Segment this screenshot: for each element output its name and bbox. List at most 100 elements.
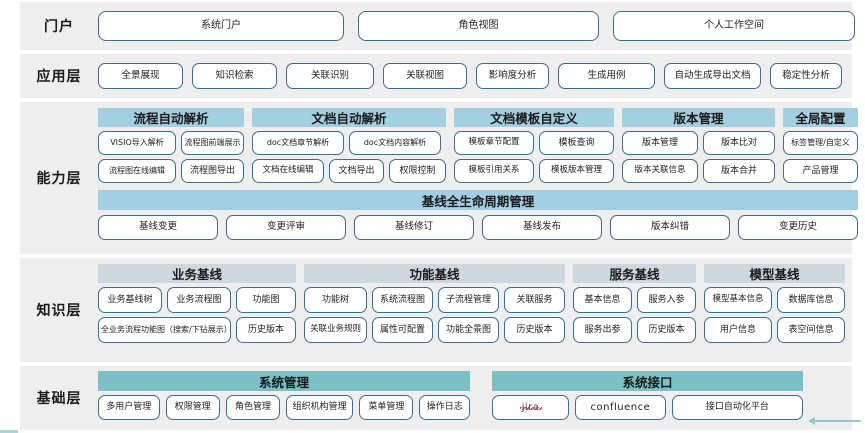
baseline-button-基线变更[interactable]: 基线变更 bbox=[98, 215, 218, 240]
layer-body-knowledge: 业务基线业务基线树业务流程图功能图全业务流程功能图（搜索/下钻展示）历史版本功能… bbox=[98, 258, 855, 362]
foundation-button-组织机构管理[interactable]: 组织机构管理 bbox=[286, 395, 354, 420]
foundation-content: 系统管理多用户管理权限管理角色管理组织机构管理菜单管理操作日志 系统接口 jira c… bbox=[98, 366, 852, 430]
foundation-button-操作日志[interactable]: 操作日志 bbox=[419, 395, 471, 420]
foundation-button-confluence[interactable]: confluence bbox=[575, 395, 666, 420]
application-button-影响度分析[interactable]: 影响度分析 bbox=[476, 63, 549, 89]
portal-button-个人工作空间[interactable]: 个人工作空间 bbox=[613, 11, 855, 41]
knowledge-row: 业务基线树业务流程图功能图 bbox=[98, 287, 296, 313]
application-button-关联视图[interactable]: 关联视图 bbox=[383, 63, 467, 89]
foundation-group-row: 系统管理多用户管理权限管理角色管理组织机构管理菜单管理操作日志 系统接口 jira c… bbox=[98, 371, 842, 420]
baseline-button-变更历史[interactable]: 变更历史 bbox=[738, 215, 858, 240]
knowledge-button-数据库信息[interactable]: 数据库信息 bbox=[777, 287, 845, 313]
knowledge-row: 模型基本信息数据库信息 bbox=[704, 287, 845, 313]
knowledge-button-业务流程图[interactable]: 业务流程图 bbox=[167, 287, 231, 313]
foundation-button-菜单管理[interactable]: 菜单管理 bbox=[359, 395, 414, 420]
capability-button-版本合并[interactable]: 版本合并 bbox=[703, 159, 775, 183]
foundation-button-jira-brand-label: jira bbox=[521, 401, 540, 413]
capability-button-版本比对[interactable]: 版本比对 bbox=[703, 131, 775, 155]
baseline-button-基线修订[interactable]: 基线修订 bbox=[354, 215, 474, 240]
baseline-button-版本纠错[interactable]: 版本纠错 bbox=[610, 215, 730, 240]
capability-group-header-文档自动解析: 文档自动解析 bbox=[252, 108, 446, 127]
knowledge-button-关联服务[interactable]: 关联服务 bbox=[504, 287, 565, 313]
capability-button-文档导出[interactable]: 文档导出 bbox=[329, 159, 384, 183]
decorative-arrow-icon bbox=[808, 417, 861, 425]
capability-row: 版本管理版本比对 bbox=[622, 131, 775, 155]
foundation-button-多用户管理[interactable]: 多用户管理 bbox=[98, 395, 160, 420]
application-button-自动生成导出文档[interactable]: 自动生成导出文档 bbox=[664, 63, 761, 89]
knowledge-button-表空间信息[interactable]: 表空间信息 bbox=[777, 317, 845, 343]
layer-label-application: 应用层 bbox=[36, 69, 82, 85]
capability-row: 产品管理 bbox=[783, 159, 858, 183]
capability-button-标签管理自定义[interactable]: 标签管理/自定义 bbox=[783, 131, 858, 155]
layer-portal: 门户 系统门户角色视图个人工作空间 bbox=[20, 2, 855, 50]
capability-button-文档在线编辑[interactable]: 文档在线编辑 bbox=[252, 159, 324, 183]
baseline-button-基线发布[interactable]: 基线发布 bbox=[482, 215, 602, 240]
capability-button-doc文档内容解析[interactable]: doc文档内容解析 bbox=[349, 131, 441, 155]
application-button-稳定性分析[interactable]: 稳定性分析 bbox=[770, 63, 842, 89]
knowledge-button-全业务流程功能图搜索下钻[interactable]: 全业务流程功能图（搜索/下钻展示） bbox=[98, 317, 232, 343]
knowledge-button-子流程管理[interactable]: 子流程管理 bbox=[438, 287, 499, 313]
knowledge-group-header-功能基线: 功能基线 bbox=[304, 264, 565, 283]
knowledge-button-业务基线树[interactable]: 业务基线树 bbox=[98, 287, 162, 313]
knowledge-row: 功能树系统流程图子流程管理关联服务 bbox=[304, 287, 565, 313]
capability-group-header-版本管理: 版本管理 bbox=[622, 108, 775, 127]
knowledge-button-系统流程图[interactable]: 系统流程图 bbox=[372, 287, 433, 313]
knowledge-button-历史版本[interactable]: 历史版本 bbox=[637, 317, 696, 343]
knowledge-button-用户信息[interactable]: 用户信息 bbox=[704, 317, 772, 343]
baseline-button-变更评审[interactable]: 变更评审 bbox=[226, 215, 346, 240]
capability-button-流程图在线编辑[interactable]: 流程图在线编辑 bbox=[98, 159, 176, 183]
knowledge-button-功能图[interactable]: 功能图 bbox=[236, 287, 296, 313]
portal-button-角色视图[interactable]: 角色视图 bbox=[358, 11, 599, 41]
foundation-button-接口自动化平台[interactable]: 接口自动化平台 bbox=[671, 395, 803, 420]
knowledge-group-模型基线: 模型基线模型基本信息数据库信息用户信息表空间信息 bbox=[704, 264, 845, 343]
knowledge-button-历史版本[interactable]: 历史版本 bbox=[236, 317, 296, 343]
foundation-button-权限管理[interactable]: 权限管理 bbox=[165, 395, 220, 420]
capability-button-版本关联信息[interactable]: 版本关联信息 bbox=[622, 159, 698, 183]
capability-row: 流程图在线编辑流程图导出 bbox=[98, 159, 244, 183]
foundation-button-角色管理[interactable]: 角色管理 bbox=[225, 395, 281, 420]
knowledge-button-历史版本[interactable]: 历史版本 bbox=[504, 317, 565, 343]
knowledge-button-服务出参[interactable]: 服务出参 bbox=[573, 317, 632, 343]
knowledge-button-关联业务规则[interactable]: 关联业务规则 bbox=[304, 317, 367, 343]
capability-group-全局配置: 全局配置标签管理/自定义产品管理 bbox=[783, 108, 858, 183]
capability-button-流程图前端展示[interactable]: 流程图前端展示 bbox=[181, 131, 244, 155]
knowledge-button-功能全景图[interactable]: 功能全景图 bbox=[438, 317, 499, 343]
capability-button-流程图导出[interactable]: 流程图导出 bbox=[181, 159, 244, 183]
capability-button-模板章节配置[interactable]: 模板章节配置 bbox=[454, 131, 534, 155]
knowledge-button-属性可配置[interactable]: 属性可配置 bbox=[372, 317, 433, 343]
portal-button-row: 系统门户角色视图个人工作空间 bbox=[98, 2, 865, 50]
foundation-group-header-系统接口: 系统接口 bbox=[492, 371, 803, 391]
application-button-生成用例[interactable]: 生成用例 bbox=[558, 63, 655, 89]
application-button-知识检索[interactable]: 知识检索 bbox=[192, 63, 277, 89]
baseline-lifecycle-buttons: 基线变更变更评审基线修订基线发布版本纠错变更历史 bbox=[98, 215, 858, 240]
application-button-全景展现[interactable]: 全景展现 bbox=[98, 63, 183, 89]
capability-button-模板引用关系[interactable]: 模板引用关系 bbox=[454, 159, 534, 183]
application-button-关联识别[interactable]: 关联识别 bbox=[286, 63, 374, 89]
portal-button-系统门户[interactable]: 系统门户 bbox=[98, 11, 344, 41]
capability-button-产品管理[interactable]: 产品管理 bbox=[783, 159, 858, 183]
capability-row: 版本关联信息版本合并 bbox=[622, 159, 775, 183]
capability-button-模板查询[interactable]: 模板查询 bbox=[539, 131, 614, 155]
capability-button-模板版本管理[interactable]: 模板版本管理 bbox=[539, 159, 614, 183]
knowledge-button-模型基本信息[interactable]: 模型基本信息 bbox=[704, 287, 772, 313]
knowledge-button-功能树[interactable]: 功能树 bbox=[304, 287, 367, 313]
foundation-button-jira[interactable]: jira bbox=[492, 395, 570, 420]
decorative-tick bbox=[0, 430, 18, 433]
capability-button-版本管理[interactable]: 版本管理 bbox=[622, 131, 698, 155]
knowledge-button-基本信息[interactable]: 基本信息 bbox=[573, 287, 632, 313]
capability-button-权限控制[interactable]: 权限控制 bbox=[389, 159, 446, 183]
foundation-group-header-系统管理: 系统管理 bbox=[98, 371, 470, 391]
capability-row: 标签管理/自定义 bbox=[783, 131, 858, 155]
knowledge-button-服务入参[interactable]: 服务入参 bbox=[637, 287, 696, 313]
capability-button-doc文档章节解析[interactable]: doc文档章节解析 bbox=[252, 131, 344, 155]
knowledge-group-header-服务基线: 服务基线 bbox=[573, 264, 696, 283]
capability-button-VISIO导入解析[interactable]: VISIO导入解析 bbox=[98, 131, 176, 155]
knowledge-row: 用户信息表空间信息 bbox=[704, 317, 845, 343]
capability-row: 文档在线编辑文档导出权限控制 bbox=[252, 159, 446, 183]
